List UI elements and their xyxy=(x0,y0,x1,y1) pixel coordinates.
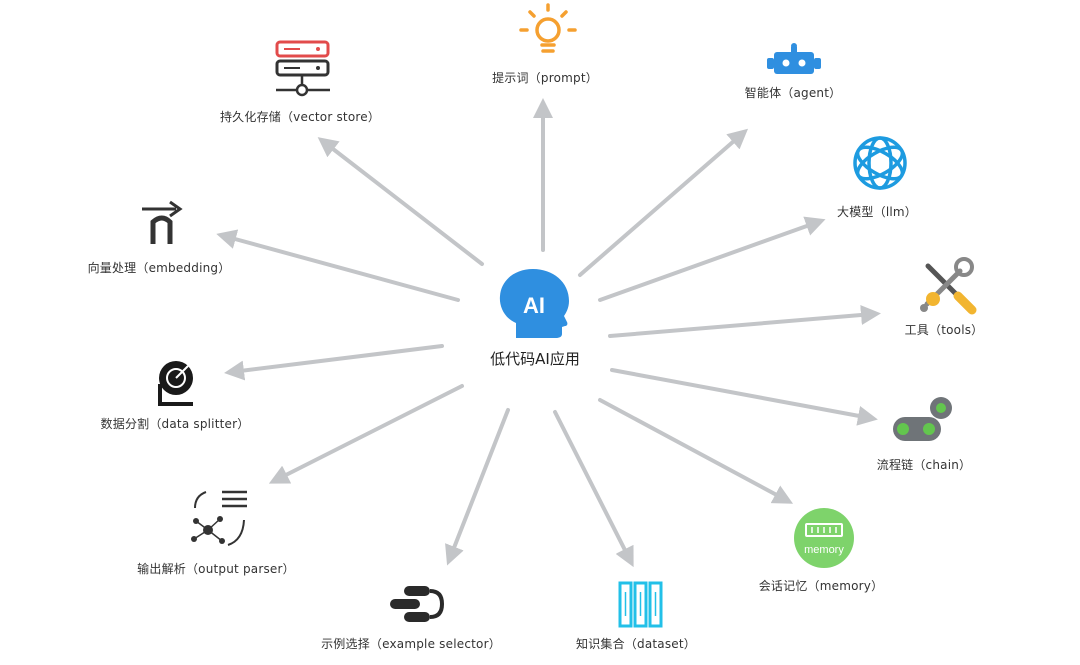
ai-head-text: AI xyxy=(523,293,545,318)
openai-logo-icon xyxy=(853,136,907,190)
arrow-to-parser xyxy=(268,384,464,484)
output-parser-icon xyxy=(191,490,247,546)
lightbulb-icon xyxy=(519,3,577,53)
node-label-memory: 会话记忆（memory） xyxy=(758,579,884,593)
ai-head-icon: AI xyxy=(499,269,569,338)
memory-icon-text: memory xyxy=(804,544,844,556)
server-storage-icon xyxy=(275,40,330,97)
chain-link-icon xyxy=(893,397,952,441)
arrow-to-embedding xyxy=(216,229,460,302)
node-label-vector-store: 持久化存储（vector store） xyxy=(219,110,381,124)
embedding-arrow-icon xyxy=(142,200,183,244)
wrench-screwdriver-icon xyxy=(920,257,977,315)
example-selector-icon xyxy=(390,586,445,622)
node-label-chain: 流程链（chain） xyxy=(876,458,972,472)
data-splitter-icon xyxy=(158,361,193,406)
center-label: 低代码AI应用 xyxy=(490,350,580,368)
node-label-embedding: 向量处理（embedding） xyxy=(87,261,231,275)
arrow-to-chain xyxy=(610,368,878,426)
node-label-parser: 输出解析（output parser） xyxy=(137,562,295,576)
node-label-dataset: 知识集合（dataset） xyxy=(576,637,696,651)
robot-icon xyxy=(767,43,821,74)
arrow-to-vector-store xyxy=(317,137,484,266)
arrows xyxy=(216,98,881,568)
arrow-to-agent xyxy=(578,128,749,277)
node-label-example: 示例选择（example selector） xyxy=(321,637,501,651)
arrow-to-memory xyxy=(598,398,794,504)
arrow-to-llm xyxy=(598,216,826,302)
node-label-splitter: 数据分割（data splitter） xyxy=(100,417,250,431)
node-label-prompt: 提示词（prompt） xyxy=(492,71,598,85)
node-label-tools: 工具（tools） xyxy=(904,323,984,337)
arrow-to-example xyxy=(445,408,510,566)
dataset-columns-icon xyxy=(618,581,663,628)
node-label-agent: 智能体（agent） xyxy=(744,86,842,100)
arrow-to-tools xyxy=(608,305,881,338)
arrow-to-dataset xyxy=(553,410,634,568)
node-label-llm: 大模型（llm） xyxy=(837,205,917,219)
memory-chip-icon: memory xyxy=(794,508,854,568)
arrow-to-splitter xyxy=(224,344,444,381)
